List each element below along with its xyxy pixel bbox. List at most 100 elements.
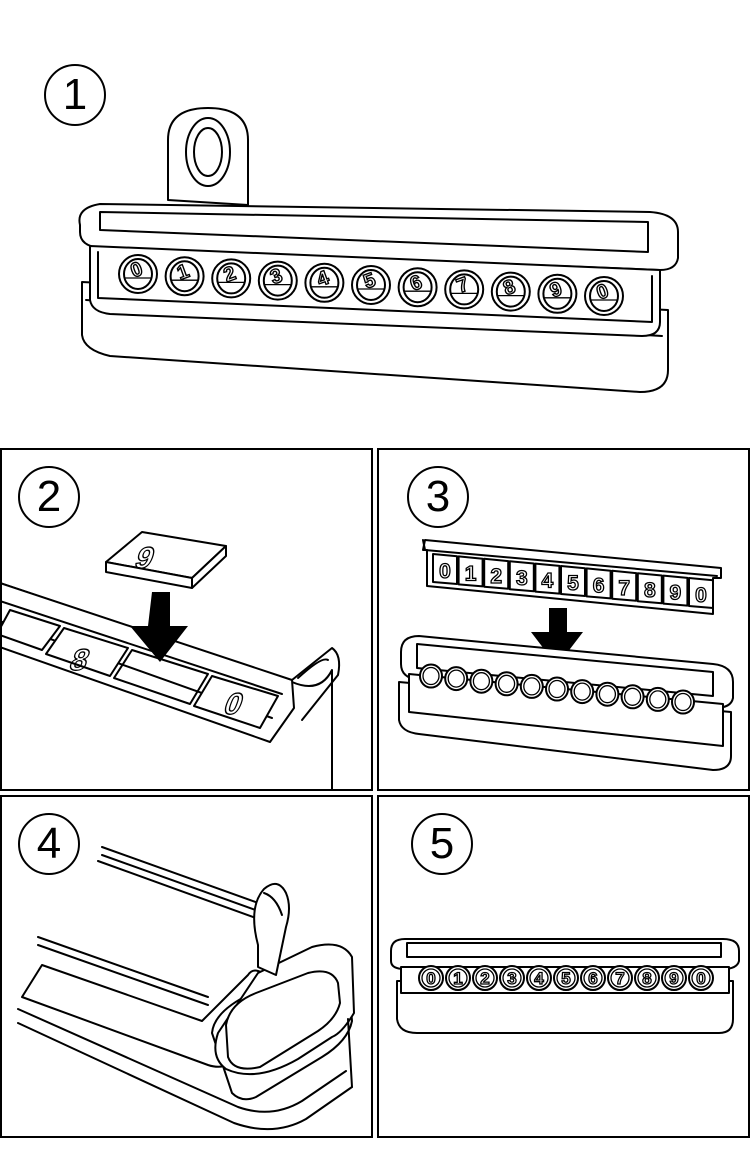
empty-hole-rim-0: [422, 666, 440, 686]
hole-rim-3: [262, 264, 293, 297]
final-hole-rim-8: [637, 968, 657, 988]
step-2-illustration: 7 8 0 9: [2, 531, 341, 789]
step-4-panel: 4: [0, 795, 373, 1138]
step-number-5: 5: [411, 813, 473, 875]
final-hole-rim-7: [610, 968, 630, 988]
empty-hole-rim-9: [649, 690, 667, 709]
strip-cell-10: [688, 577, 714, 609]
step-number-3: 3: [407, 466, 469, 528]
card-lid: [390, 938, 740, 970]
final-hole-rim-1: [448, 968, 468, 988]
final-digit-6: 6: [588, 969, 597, 988]
down-arrow: [531, 608, 583, 666]
empty-hole-rim-2: [472, 672, 491, 691]
strip-cell-9: [662, 574, 689, 607]
strip-digit-5: 5: [567, 572, 579, 595]
step-4-illustration: [17, 846, 355, 1131]
empty-hole-rim-8: [623, 687, 642, 706]
empty-hole-rim-7: [598, 685, 617, 704]
hole-rim-10: [589, 280, 619, 312]
strip-digit-3: 3: [516, 567, 528, 590]
hole-rim-4: [309, 266, 340, 299]
peel-tab: [253, 882, 290, 976]
hole-rim-7: [449, 273, 480, 306]
hole-2: [211, 258, 252, 299]
final-hole-rim-3: [502, 968, 522, 988]
hole-rim-9: [542, 277, 573, 310]
final-hole-rim-10: [691, 968, 711, 988]
strip-digit-1: 1: [465, 562, 477, 585]
strip-cell-4: [534, 562, 561, 595]
hole-rim-6: [402, 271, 433, 304]
final-digit-3: 3: [507, 969, 516, 988]
step-2-panel: 7 8 0 9 2: [0, 448, 373, 791]
final-digit-4: 4: [534, 969, 544, 988]
empty-hole-rim-10: [674, 692, 692, 712]
hole-1: [164, 256, 205, 297]
step-number-4: 4: [18, 813, 80, 875]
strip-digit-4: 4: [542, 570, 554, 593]
hole-rim-8: [495, 275, 526, 308]
hole-rim-5: [356, 269, 386, 301]
hole-rim-2: [216, 262, 247, 295]
step-number-2: 2: [18, 466, 80, 528]
final-digit-7: 7: [615, 969, 624, 988]
hole-6: [397, 267, 438, 308]
strip-cell-2: [483, 557, 510, 590]
hole-7: [444, 269, 485, 310]
slot-tile-8: [45, 627, 129, 677]
hole-5: [351, 265, 391, 305]
strip-digit-7: 7: [618, 577, 630, 600]
strip-digit-0: 0: [439, 560, 451, 583]
final-digit-2: 2: [480, 969, 489, 988]
strip-digit-9: 9: [670, 582, 682, 605]
final-digit-1: 1: [453, 969, 462, 988]
empty-hole-rim-3: [497, 674, 516, 693]
strip-digit-6: 6: [593, 574, 605, 597]
hole-rim-1: [169, 260, 200, 293]
final-hole-rim-0: [421, 968, 441, 988]
empty-hole-rim-6: [573, 682, 591, 701]
hole-9: [537, 273, 578, 314]
final-digit-0: 0: [426, 969, 435, 988]
down-arrow: [130, 592, 188, 662]
strip-digit-10: 0: [695, 584, 707, 607]
hole-8: [490, 271, 531, 312]
final-hole-rim-5: [556, 968, 576, 988]
empty-hole-rim-4: [523, 677, 541, 696]
hole-0: [118, 254, 158, 294]
final-hole-rim-9: [664, 968, 684, 988]
empty-hole-rim-5: [548, 679, 566, 699]
final-digit-8: 8: [642, 969, 651, 988]
strip-digit-8: 8: [644, 579, 656, 602]
step-number-1: 1: [44, 64, 106, 126]
strip-cell-3: [508, 560, 535, 593]
strip-cell-7: [611, 569, 638, 602]
strip-cell-5: [560, 565, 586, 597]
hole-3: [257, 260, 298, 301]
strip-cell-0: [432, 553, 458, 585]
slot-tile-0: [193, 675, 279, 729]
strip-cell-1: [457, 555, 484, 588]
empty-holes-row: [419, 663, 695, 715]
hole-4: [304, 262, 345, 303]
final-digit-10: 0: [696, 969, 705, 988]
final-hole-rim-2: [475, 968, 495, 988]
hole-10: [584, 276, 624, 316]
hole-rim-0: [123, 258, 153, 290]
final-hole-rim-4: [529, 968, 549, 988]
final-digit-5: 5: [561, 969, 570, 988]
strip-digit-2: 2: [490, 565, 502, 588]
slot-tile-7: [2, 609, 61, 651]
strip-cell-6: [585, 567, 612, 600]
final-hole-rim-6: [583, 968, 603, 988]
final-digit-9: 9: [669, 969, 678, 988]
